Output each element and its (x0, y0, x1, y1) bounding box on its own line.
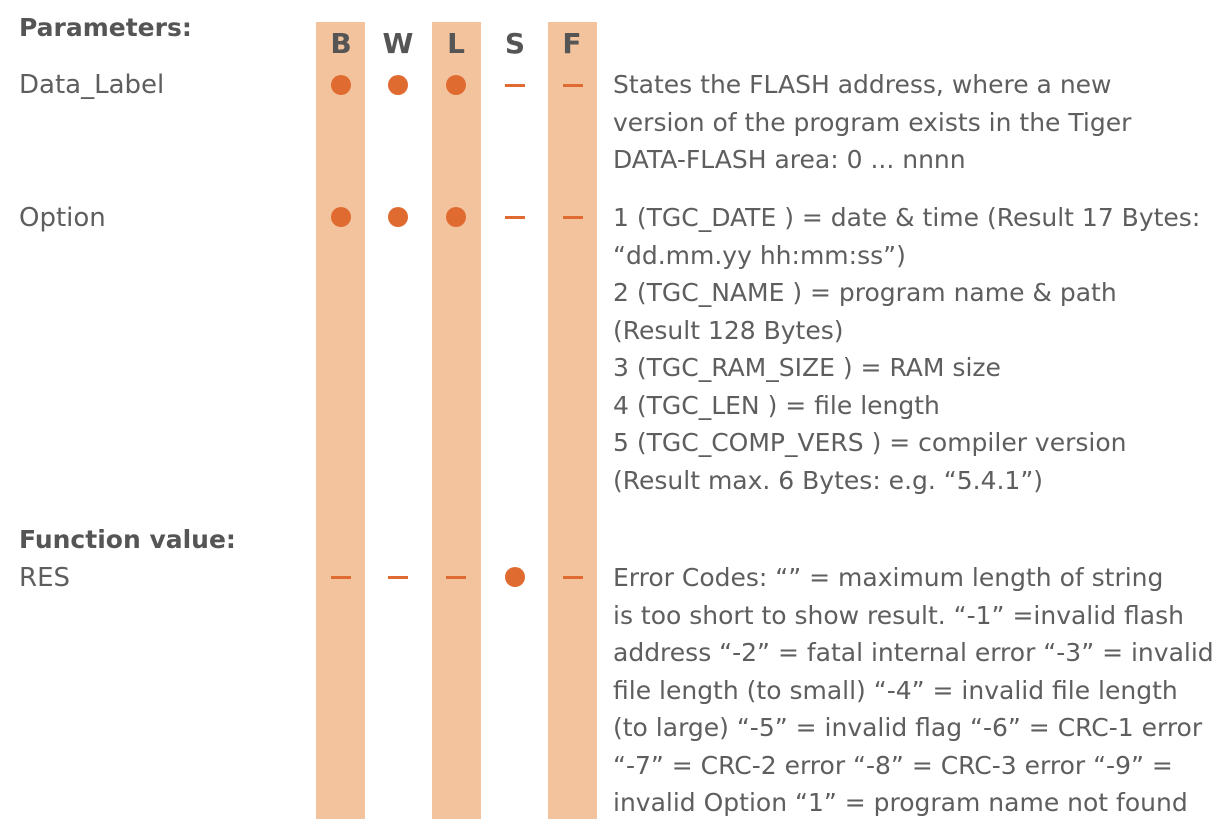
description-line: is too short to show result. “-1” =inval… (613, 600, 1184, 630)
supported-dot-icon (446, 75, 466, 95)
supported-dot-icon (331, 75, 351, 95)
column-header-w: W (382, 27, 414, 60)
column-header-s: S (504, 27, 526, 60)
unsupported-dash-icon (505, 215, 525, 219)
description-line: 2 (TGC_NAME ) = program name & path (613, 278, 1117, 307)
description-line: version of the program exists in the Tig… (613, 107, 1132, 137)
description-line: 1 (TGC_DATE ) = date & time (Result 17 B… (613, 203, 1201, 232)
description-line: “-7” = CRC-2 error “-8” = CRC-3 error “-… (613, 750, 1173, 780)
param-name-data-label: Data_Label (19, 70, 165, 100)
unsupported-dash-icon (505, 83, 525, 87)
unsupported-dash-icon (388, 575, 408, 579)
unsupported-dash-icon (563, 215, 583, 219)
description-line: (Result max. 6 Bytes: e.g. “5.4.1”) (613, 465, 1044, 495)
column-header-f: F (562, 27, 582, 60)
unsupported-dash-icon (563, 83, 583, 87)
description-line: DATA-FLASH area: 0 ... nnnn (613, 145, 966, 174)
description-line: Error Codes: “” = maximum length of stri… (613, 563, 1164, 592)
description-line: (Result 128 Bytes) (613, 315, 844, 345)
description-line: (to large) “-5” = invalid flag “-6” = CR… (613, 713, 1203, 742)
description-line: file length (to small) “-4” = invalid fi… (613, 675, 1178, 705)
unsupported-dash-icon (563, 575, 583, 579)
param-description-res: Error Codes: “” = maximum length of stri… (613, 559, 1214, 822)
description-line: 4 (TGC_LEN ) = file length (613, 390, 940, 420)
column-header-l: L (447, 27, 465, 60)
column-band-l (432, 22, 481, 819)
param-description-option: 1 (TGC_DATE ) = date & time (Result 17 B… (613, 199, 1200, 499)
supported-dot-icon (388, 207, 408, 227)
supported-dot-icon (388, 75, 408, 95)
parameters-heading: Parameters: (19, 13, 192, 42)
description-line: address “-2” = fatal internal error “-3”… (613, 638, 1214, 667)
supported-dot-icon (331, 207, 351, 227)
unsupported-dash-icon (446, 575, 466, 579)
param-name-option: Option (19, 203, 106, 233)
description-line: 3 (TGC_RAM_SIZE ) = RAM size (613, 353, 1001, 382)
description-line: invalid Option “1” = program name not fo… (613, 788, 1188, 817)
description-line: 5 (TGC_COMP_VERS ) = compiler version (613, 428, 1127, 457)
param-description-data-label: States the FLASH address, where a new ver… (613, 66, 1131, 179)
supported-dot-icon (505, 567, 525, 587)
param-name-res: RES (19, 563, 70, 593)
column-header-b: B (330, 27, 352, 60)
column-band-b (316, 22, 365, 819)
supported-dot-icon (446, 207, 466, 227)
description-line: “dd.mm.yy hh:mm:ss”) (613, 240, 906, 270)
column-band-f (548, 22, 597, 819)
function-value-heading: Function value: (19, 525, 236, 554)
unsupported-dash-icon (331, 575, 351, 579)
description-line: States the FLASH address, where a new (613, 70, 1112, 99)
